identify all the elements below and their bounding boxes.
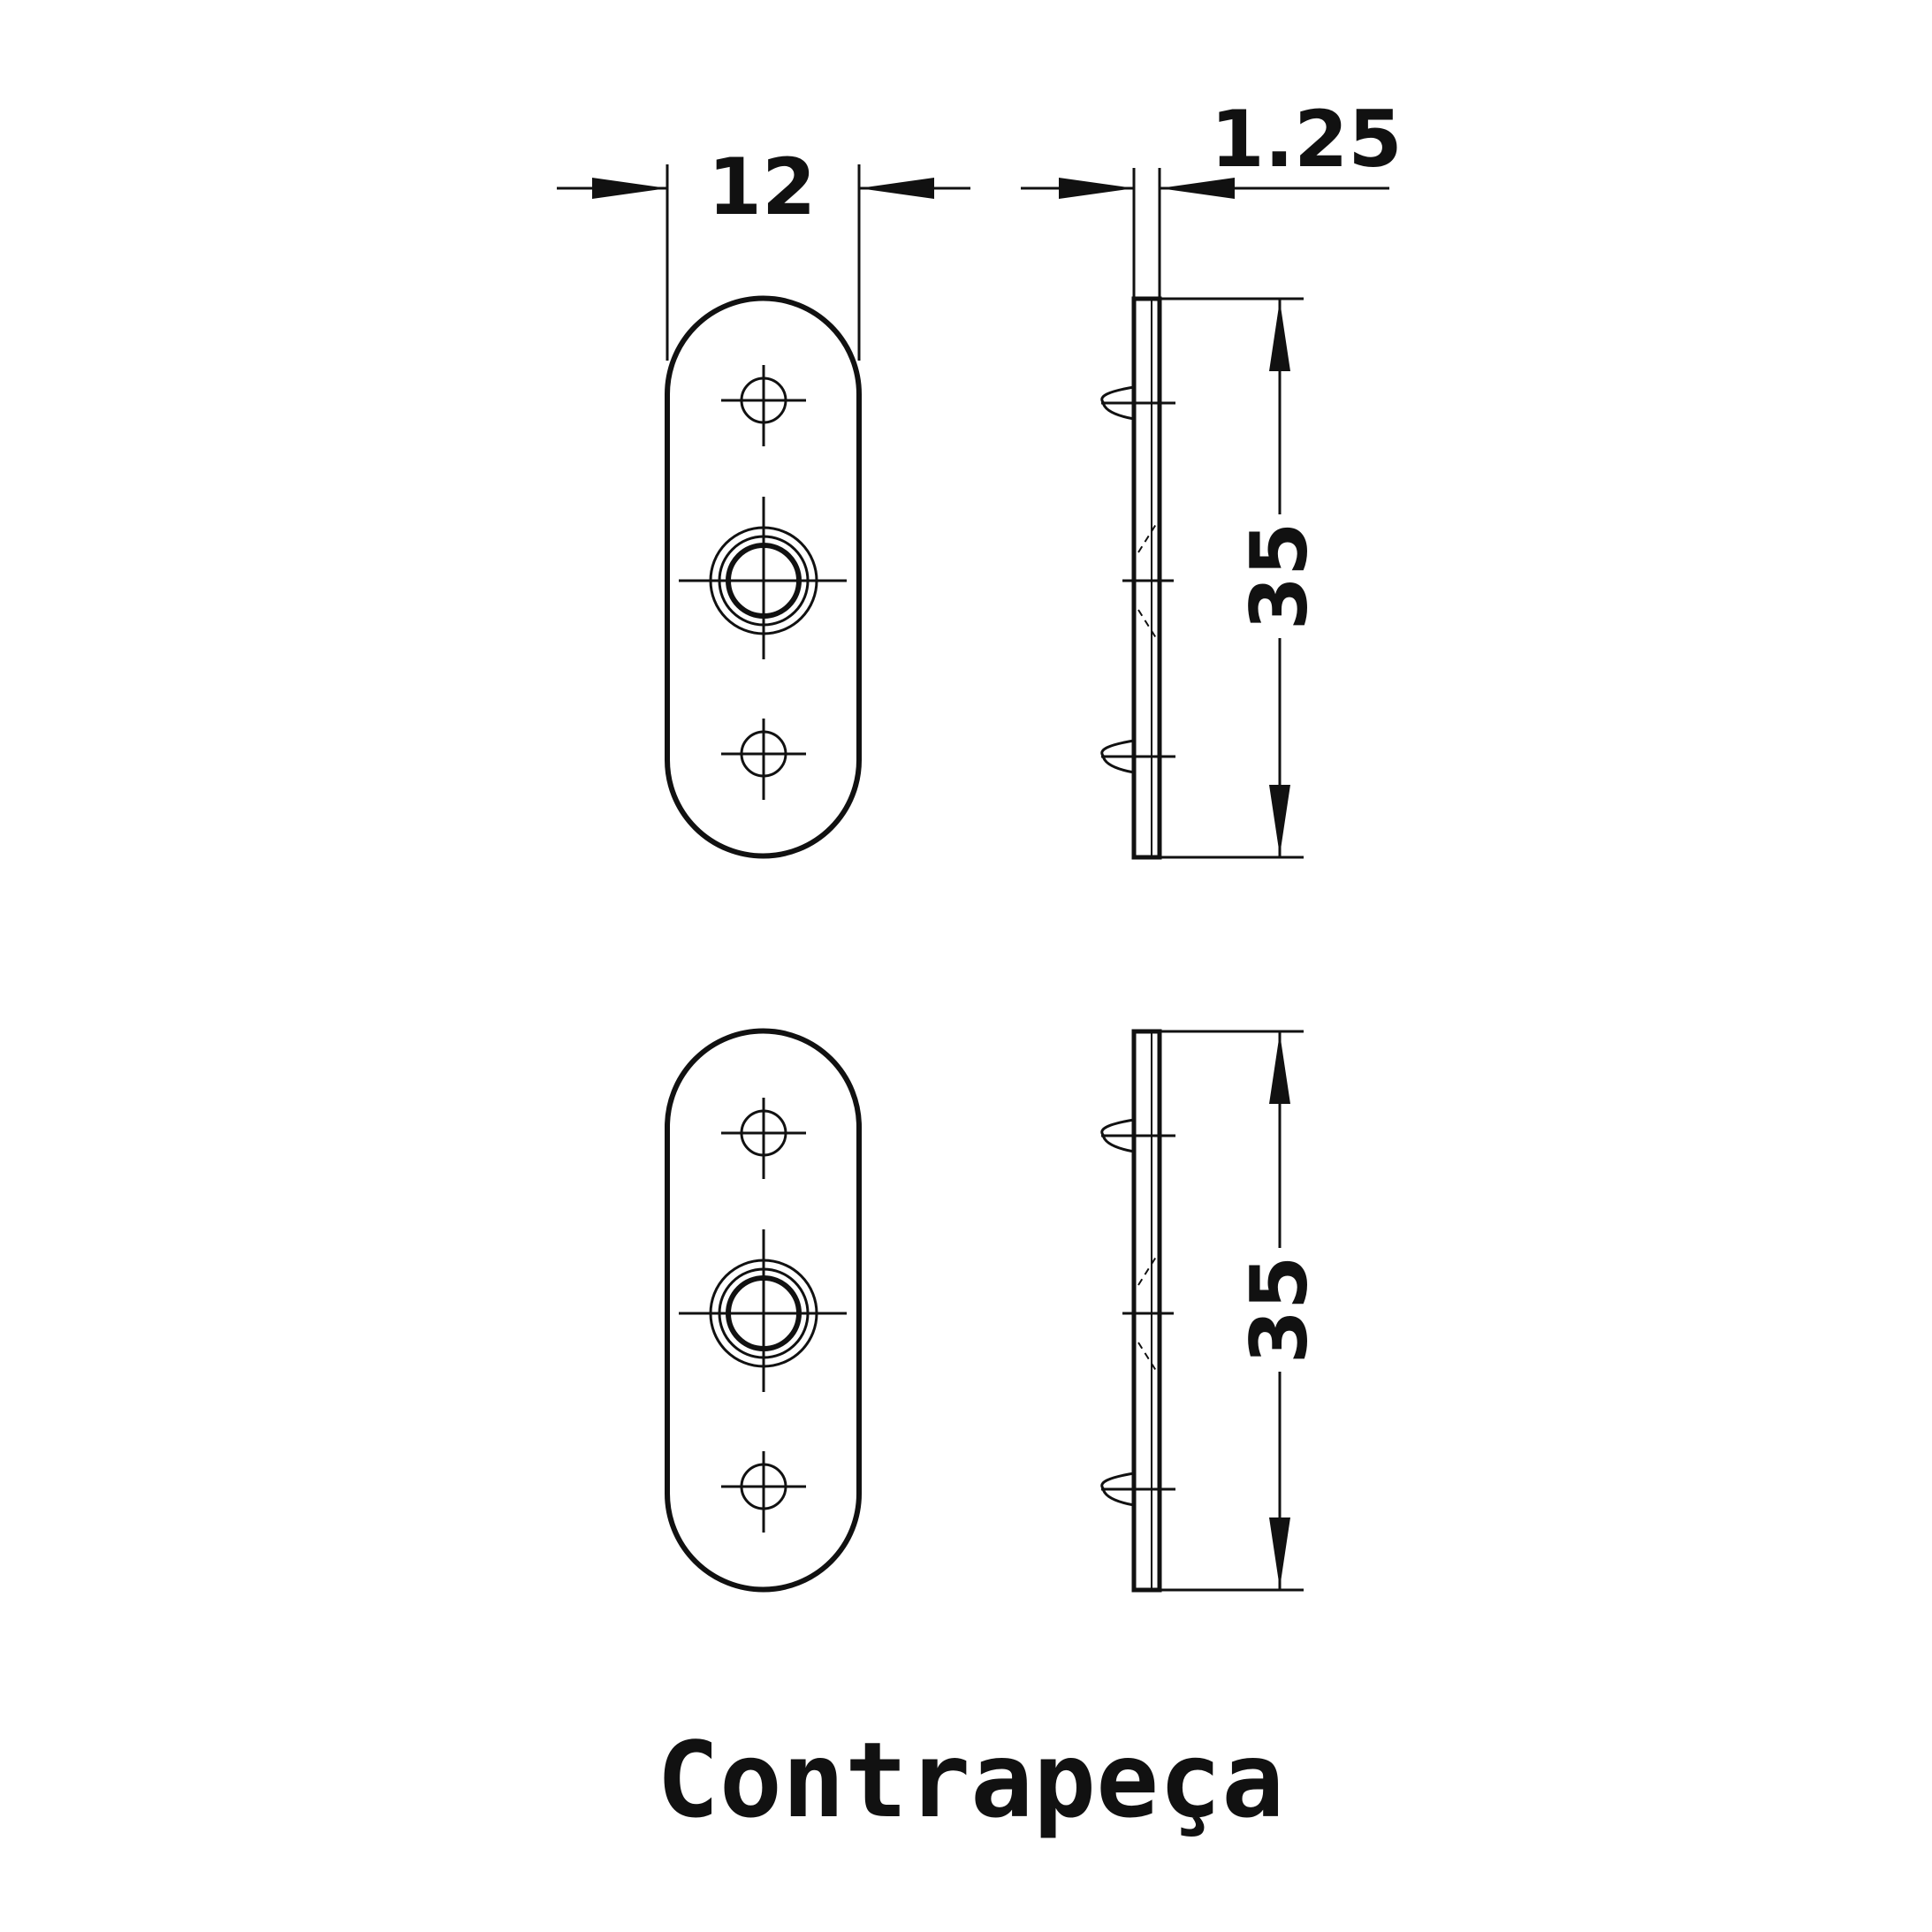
- front-view-bottom: [665, 1028, 862, 1593]
- height-label-bottom-gap: [1253, 1248, 1306, 1372]
- caption: Contrapeça: [657, 1719, 1284, 1841]
- side-view-bottom: [1100, 1029, 1175, 1593]
- thickness-label: 1.25: [1210, 94, 1402, 185]
- front-view-top: [665, 295, 862, 859]
- width-dimension: [557, 164, 970, 361]
- height-label-top: 35: [1234, 522, 1325, 630]
- thickness-dimension: [1021, 168, 1389, 300]
- height-label-top-gap: [1253, 514, 1306, 638]
- width-label: 12: [708, 141, 816, 232]
- side-view-top: [1100, 296, 1175, 860]
- height-label-bottom: 35: [1234, 1256, 1325, 1364]
